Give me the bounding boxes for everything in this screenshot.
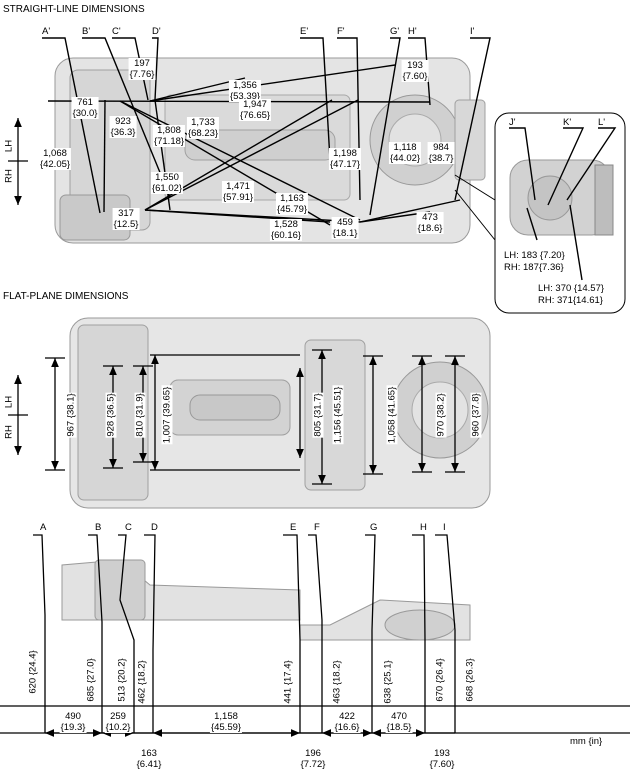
height-dimension-value: 670 {26.4} xyxy=(434,657,446,703)
length-dimension-value: 196{7.72} xyxy=(299,748,327,770)
dimension-value: 761{30.0} xyxy=(71,97,99,119)
width-dimension-value: 810 {31.9} xyxy=(134,392,146,438)
unit-note: mm {in} xyxy=(570,736,603,747)
point-label: H xyxy=(420,522,427,533)
height-dimension-value: 668 {26.3} xyxy=(464,657,476,703)
point-label: D' xyxy=(152,26,161,37)
point-label: D xyxy=(151,522,158,533)
dimension-value: 1,808{71.18} xyxy=(152,125,186,147)
underbody-illustration-middle xyxy=(69,317,491,509)
dimension-value: 1,118{44.02} xyxy=(388,142,422,164)
inset-dimension: LH: 183 {7.20} xyxy=(504,250,565,261)
point-label: E xyxy=(290,522,297,533)
length-dimension-value: 422{16.6} xyxy=(333,711,361,733)
height-dimension-lines xyxy=(0,534,630,734)
width-dimension-value: 805 {31.7} xyxy=(312,392,324,438)
dimension-value: 459{18.1} xyxy=(331,217,359,239)
width-dimension-value: 970 {38.2} xyxy=(435,392,447,438)
width-dimension-value: 1,156 {45.51} xyxy=(332,385,344,445)
point-label: H' xyxy=(408,26,417,37)
point-label: E' xyxy=(300,26,309,37)
straight-line-heading: STRAIGHT-LINE DIMENSIONS xyxy=(3,4,145,15)
width-dimension-value: 967 {38.1} xyxy=(65,392,77,438)
width-dimension-value: 928 {36.5} xyxy=(105,392,117,438)
point-label: B' xyxy=(82,26,91,37)
dimension-value: 1,068{42.05} xyxy=(38,148,72,170)
dimension-value: 197{7.76} xyxy=(128,58,156,80)
dimension-value: 923{36.3} xyxy=(109,116,137,138)
inset-point-label: L' xyxy=(598,117,606,128)
lh-label-top: LH xyxy=(3,139,15,153)
rh-label-top: RH xyxy=(3,169,15,183)
inset-dimension: RH: 187{7.36} xyxy=(504,262,564,273)
inset-dimension: LH: 370 {14.57} xyxy=(538,283,605,294)
point-label: A xyxy=(40,522,47,533)
point-label: B xyxy=(95,522,102,533)
length-dimension-value: 470{18.5} xyxy=(385,711,413,733)
point-label: G' xyxy=(390,26,400,37)
dimension-value: 193{7.60} xyxy=(401,60,429,82)
height-dimension-value: 685 {27.0} xyxy=(85,657,97,703)
length-dimension-value: 163{6.41} xyxy=(135,748,163,770)
point-label: C xyxy=(125,522,132,533)
dimension-value: 984{38.7} xyxy=(427,142,455,164)
lh-label-middle: LH xyxy=(3,395,15,409)
point-label: I' xyxy=(470,26,475,37)
dimension-value: 317{12.5} xyxy=(112,208,140,230)
inset-dimension: RH: 371{14.61} xyxy=(538,295,603,306)
dimension-value: 1,550{61.02} xyxy=(150,172,184,194)
height-dimension-value: 463 {18.2} xyxy=(331,659,343,705)
point-label: I xyxy=(443,522,446,533)
height-dimension-value: 638 {25.1} xyxy=(382,659,394,705)
dimension-value: 1,471{57.91} xyxy=(221,181,255,203)
flat-plane-heading: FLAT-PLANE DIMENSIONS xyxy=(3,291,129,302)
length-dimension-value: 193{7.60} xyxy=(428,748,456,770)
dimension-value: 1,198{47.17} xyxy=(328,148,362,170)
height-dimension-value: 462 {18.2} xyxy=(136,659,148,705)
dimension-value: 1,947{76.65} xyxy=(238,99,272,121)
inset-point-label: J' xyxy=(509,117,516,128)
dimension-value: 1,356{53.39} xyxy=(228,80,262,102)
height-dimension-value: 620 {24.4} xyxy=(27,649,39,695)
point-label: G xyxy=(370,522,378,533)
inset-point-label: K' xyxy=(563,117,572,128)
length-dimension-value: 259{10.2} xyxy=(104,711,132,733)
width-dimension-value: 960 {37.8} xyxy=(470,392,482,438)
dimension-value: 473{18.6} xyxy=(416,212,444,234)
length-dimension-value: 1,158{45.59} xyxy=(209,711,243,733)
width-dimension-value: 1,007 {39.65} xyxy=(161,385,173,445)
lh-rh-arrows xyxy=(8,118,28,455)
dimension-value: 1,528{60.16} xyxy=(269,219,303,241)
point-label: F' xyxy=(337,26,345,37)
dimension-value: 1,733{68.23} xyxy=(186,117,220,139)
rh-label-middle: RH xyxy=(3,425,15,439)
point-label: A' xyxy=(42,26,51,37)
width-dimension-value: 1,058 {41.65} xyxy=(386,385,398,445)
height-dimension-value: 513 {20.2} xyxy=(116,657,128,703)
point-label: F xyxy=(314,522,320,533)
point-label: C' xyxy=(112,26,121,37)
height-dimension-value: 441 {17.4} xyxy=(282,659,294,705)
length-dimension-value: 490{19.3} xyxy=(59,711,87,733)
dimension-value: 1,163{45.79} xyxy=(275,193,309,215)
